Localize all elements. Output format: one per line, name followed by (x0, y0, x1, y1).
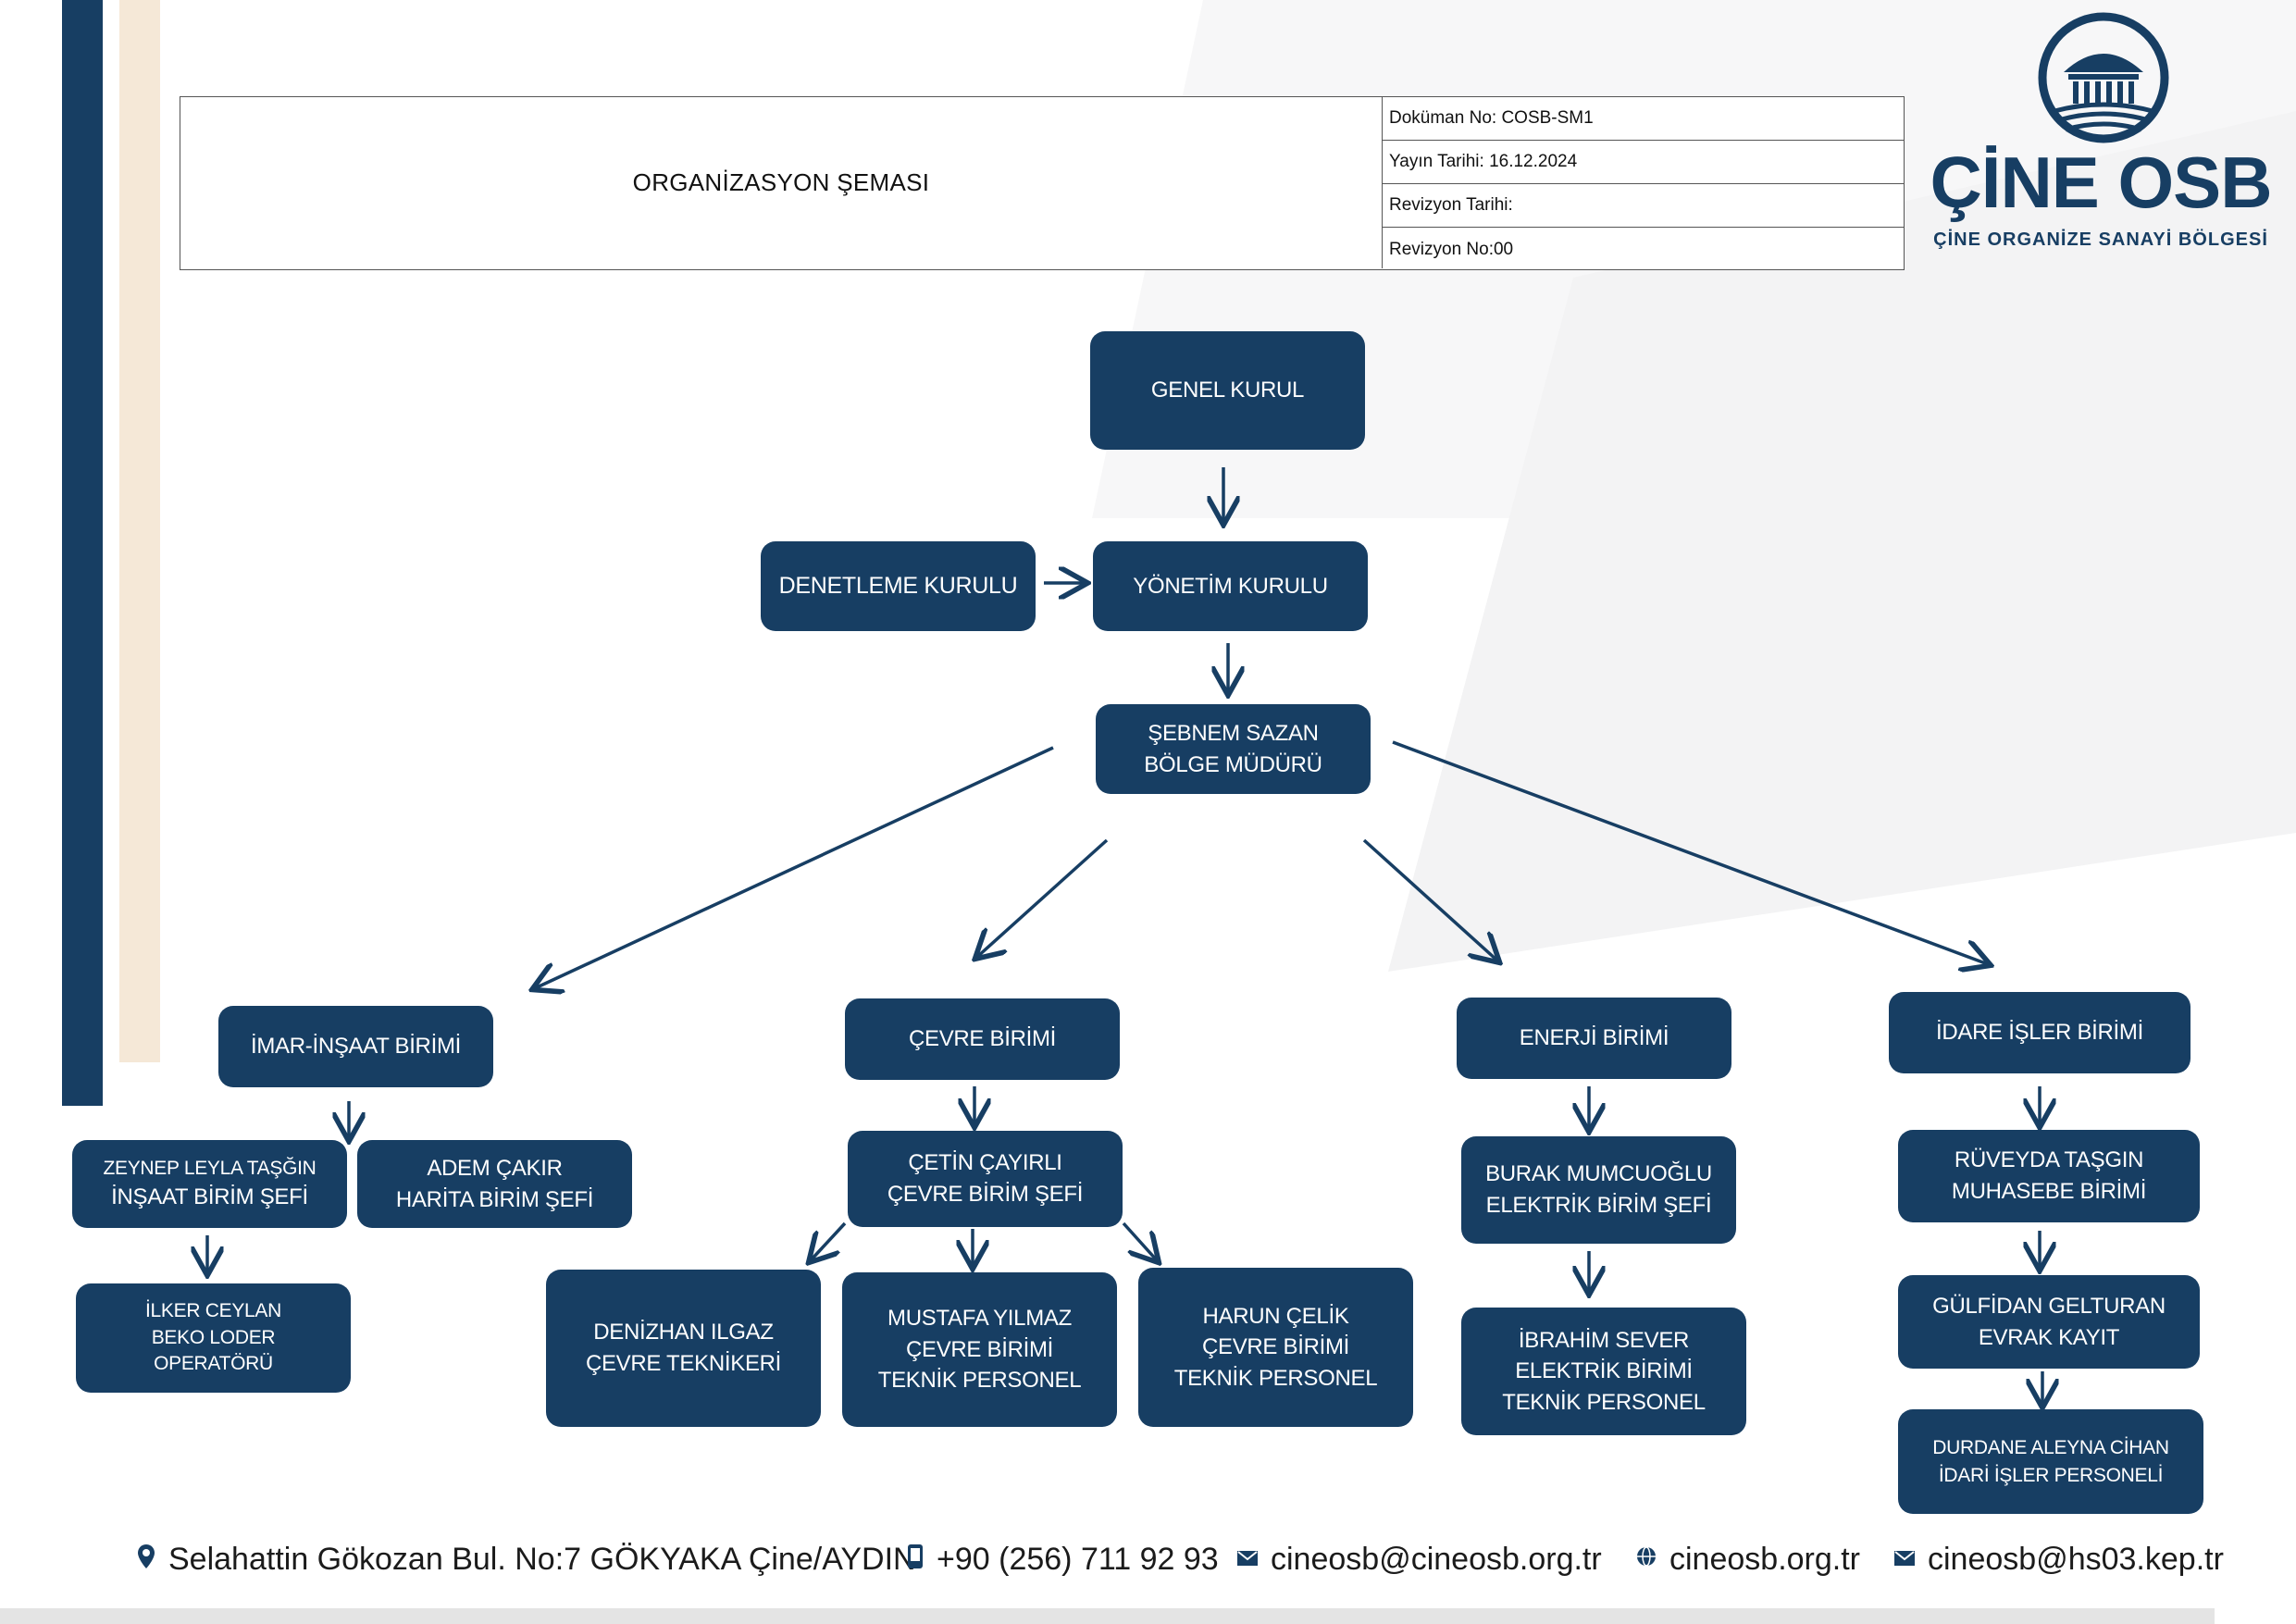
node-name: ŞEBNEM SAZAN (1148, 720, 1319, 746)
node-title: ÇEVRE BİRİM ŞEFİ (887, 1182, 1084, 1207)
node-name: BURAK MUMCUOĞLU (1485, 1161, 1712, 1187)
footer-kep: cineosb@hs03.kep.tr (1894, 1536, 2224, 1582)
node-label: YÖNETİM KURULU (1133, 573, 1328, 599)
node-label: İMAR-İNŞAAT BİRİMİ (250, 1034, 462, 1060)
node-label: GENEL KURUL (1150, 378, 1305, 403)
logo-subtitle: ÇİNE ORGANİZE SANAYİ BÖLGESİ (1933, 229, 2268, 250)
node-imar-insaat-birimi: İMAR-İNŞAAT BİRİMİ (218, 1006, 493, 1087)
node-name: HARUN ÇELİK (1202, 1303, 1349, 1329)
node-name: ZEYNEP LEYLA TAŞĞIN (103, 1158, 316, 1179)
address-text: Selahattin Gökozan Bul. No:7 GÖKYAKA Çin… (168, 1541, 916, 1577)
node-cevre-teknik-personel-2: HARUN ÇELİK ÇEVRE BİRİMİ TEKNİK PERSONEL (1138, 1268, 1413, 1427)
node-cevre-teknik-personel-1: MUSTAFA YILMAZ ÇEVRE BİRİMİ TEKNİK PERSO… (842, 1272, 1117, 1427)
node-denetleme-kurulu: DENETLEME KURULU (761, 541, 1036, 631)
email-text[interactable]: cineosb@cineosb.org.tr (1271, 1541, 1602, 1577)
node-name: DURDANE ALEYNA CİHAN (1932, 1437, 2169, 1459)
node-line3: TEKNİK PERSONEL (1173, 1365, 1378, 1391)
node-elektrik-birim-sefi: BURAK MUMCUOĞLU ELEKTRİK BİRİM ŞEFİ (1461, 1136, 1736, 1244)
footer-website: cineosb.org.tr (1636, 1536, 1860, 1582)
node-line3: OPERATÖRÜ (154, 1353, 273, 1375)
node-label: ÇEVRE BİRİMİ (908, 1026, 1057, 1052)
node-label: DENETLEME KURULU (778, 573, 1018, 599)
node-cevre-teknikeri: DENİZHAN ILGAZ ÇEVRE TEKNİKERİ (546, 1270, 821, 1427)
node-harita-birim-sefi: ADEM ÇAKIR HARİTA BİRİM ŞEFİ (357, 1140, 632, 1228)
node-idari-isler-personeli: DURDANE ALEYNA CİHAN İDARİ İŞLER PERSONE… (1898, 1409, 2203, 1514)
globe-icon (1636, 1545, 1657, 1573)
node-beko-loder-operatoru: İLKER CEYLAN BEKO LODER OPERATÖRÜ (76, 1283, 351, 1393)
mail-icon (1237, 1546, 1258, 1572)
logo-wordmark: ÇİNE OSB (1930, 142, 2272, 223)
node-title: İNŞAAT BİRİM ŞEFİ (111, 1184, 308, 1210)
node-muhasebe-birimi: RÜVEYDA TAŞGIN MUHASEBE BİRİMİ (1898, 1130, 2200, 1222)
node-title: HARİTA BİRİM ŞEFİ (395, 1186, 594, 1212)
location-pin-icon (137, 1543, 155, 1576)
node-title: BÖLGE MÜDÜRÜ (1144, 751, 1322, 777)
node-name: ADEM ÇAKIR (427, 1155, 563, 1181)
node-line2: BEKO LODER (151, 1326, 276, 1348)
node-line2: ÇEVRE BİRİMİ (905, 1336, 1054, 1362)
node-genel-kurul: GENEL KURUL (1090, 331, 1365, 450)
node-name: ÇETİN ÇAYIRLI (908, 1150, 1062, 1176)
node-name: GÜLFİDAN GELTURAN (1932, 1293, 2166, 1319)
revision-number: Revizyon No:00 (1389, 239, 1514, 259)
footer-phone: +90 (256) 711 92 93 (907, 1536, 1219, 1582)
node-name: İBRAHİM SEVER (1518, 1327, 1690, 1353)
revision-date: Revizyon Tarihi: (1382, 184, 1904, 228)
node-title: İDARİ İŞLER PERSONELİ (1938, 1464, 2164, 1486)
phone-text: +90 (256) 711 92 93 (937, 1541, 1219, 1577)
node-title: ELEKTRİK BİRİM ŞEFİ (1485, 1193, 1712, 1218)
publish-date: Yayın Tarihi: 16.12.2024 (1382, 141, 1904, 184)
node-title: ÇEVRE TEKNİKERİ (585, 1351, 782, 1376)
left-beige-stripe (119, 0, 160, 1062)
cine-osb-logo: ÇİNE OSB ÇİNE ORGANİZE SANAYİ BÖLGESİ (1916, 7, 2286, 257)
node-name: RÜVEYDA TAŞGIN (1954, 1147, 2144, 1173)
node-line3: TEKNİK PERSONEL (1502, 1389, 1706, 1415)
node-bolge-muduru: ŞEBNEM SAZAN BÖLGE MÜDÜRÜ (1096, 704, 1371, 794)
phone-icon (907, 1543, 924, 1576)
node-title: EVRAK KAYIT (1978, 1324, 2120, 1350)
document-number: Doküman No: COSB-SM1 (1382, 97, 1904, 141)
building-columns-icon (2038, 12, 2169, 143)
node-name: MUSTAFA YILMAZ (887, 1306, 1072, 1332)
node-line2: ELEKTRİK BİRİMİ (1515, 1358, 1693, 1384)
node-enerji-birimi: ENERJİ BİRİMİ (1457, 998, 1731, 1079)
mail-icon (1894, 1546, 1915, 1572)
page-title: ORGANİZASYON ŞEMASI (180, 97, 1383, 268)
kep-text[interactable]: cineosb@hs03.kep.tr (1928, 1541, 2224, 1577)
node-cevre-birimi: ÇEVRE BİRİMİ (845, 998, 1120, 1080)
node-yonetim-kurulu: YÖNETİM KURULU (1093, 541, 1368, 631)
node-name: DENİZHAN ILGAZ (593, 1320, 774, 1345)
node-title: MUHASEBE BİRİMİ (1951, 1179, 2147, 1204)
node-evrak-kayit: GÜLFİDAN GELTURAN EVRAK KAYIT (1898, 1275, 2200, 1369)
node-insaat-birim-sefi: ZEYNEP LEYLA TAŞĞIN İNŞAAT BİRİM ŞEFİ (72, 1140, 347, 1228)
node-line3: TEKNİK PERSONEL (877, 1368, 1082, 1394)
left-navy-stripe (62, 0, 103, 1106)
footer-address: Selahattin Gökozan Bul. No:7 GÖKYAKA Çin… (137, 1536, 916, 1582)
node-line2: ÇEVRE BİRİMİ (1201, 1334, 1350, 1360)
node-name: İLKER CEYLAN (145, 1300, 281, 1322)
footer-bar (0, 1608, 2215, 1624)
document-header-table: ORGANİZASYON ŞEMASI Doküman No: COSB-SM1… (180, 96, 1905, 270)
node-label: İDARE İŞLER BİRİMİ (1936, 1020, 2143, 1046)
node-cevre-birim-sefi: ÇETİN ÇAYIRLI ÇEVRE BİRİM ŞEFİ (848, 1131, 1123, 1227)
node-label: ENERJİ BİRİMİ (1519, 1025, 1669, 1051)
footer-email: cineosb@cineosb.org.tr (1237, 1536, 1602, 1582)
node-elektrik-teknik-personel: İBRAHİM SEVER ELEKTRİK BİRİMİ TEKNİK PER… (1461, 1308, 1746, 1435)
website-text[interactable]: cineosb.org.tr (1669, 1541, 1860, 1577)
node-idare-isler-birimi: İDARE İŞLER BİRİMİ (1889, 992, 2191, 1073)
